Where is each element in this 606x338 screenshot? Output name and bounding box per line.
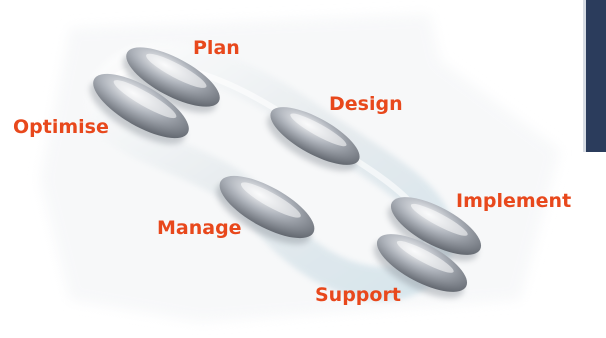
stage-label-optimise: Optimise (13, 116, 109, 138)
stage-label-manage: Manage (157, 217, 242, 239)
disc-design (267, 107, 360, 172)
disc-optimise (89, 73, 189, 145)
disc-plan (122, 47, 220, 113)
stage-label-support: Support (315, 284, 401, 306)
disc-support (373, 234, 468, 299)
disc-implement (387, 197, 482, 262)
side-panel-edge (583, 0, 586, 152)
side-panel (586, 0, 606, 152)
disc-manage (216, 175, 315, 245)
stage-label-plan: Plan (193, 37, 240, 59)
stage-label-implement: Implement (456, 190, 572, 212)
stage-label-design: Design (329, 93, 403, 115)
